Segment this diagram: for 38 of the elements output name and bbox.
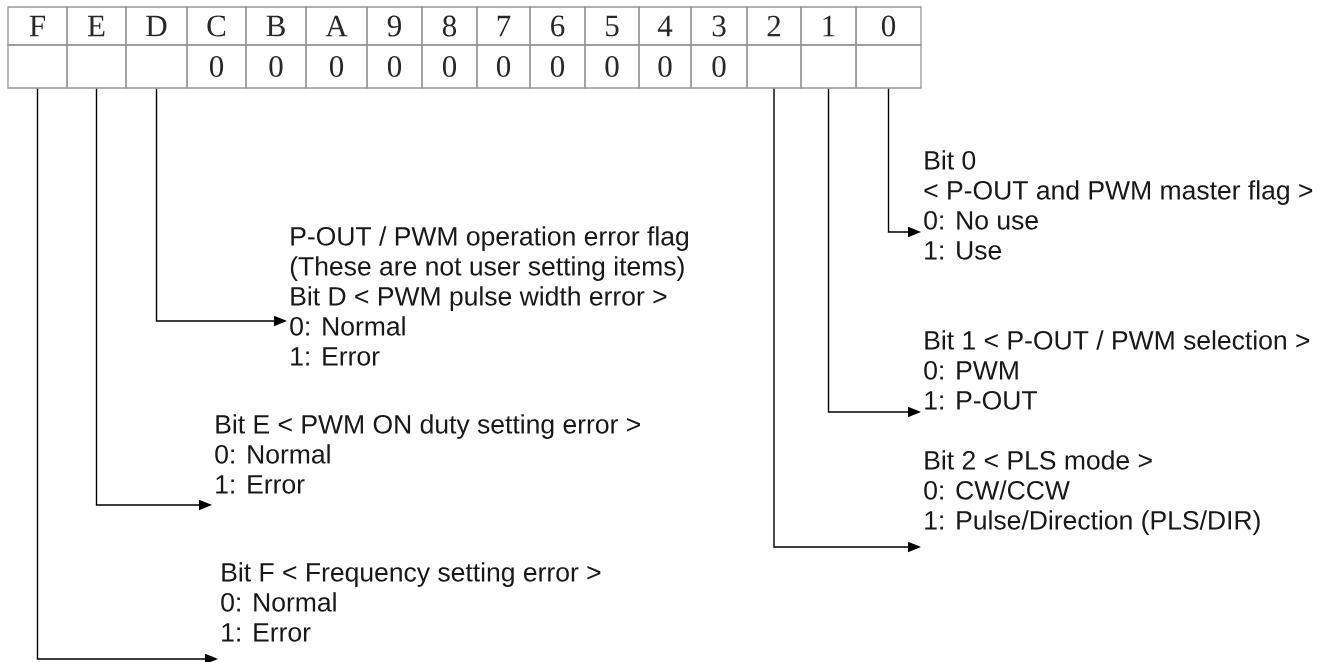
table-cell: 7 <box>476 6 531 46</box>
table-cell: 8 <box>421 6 478 46</box>
table-cell: 0 <box>638 44 692 89</box>
bit-description: Bit 1 < P-OUT / PWM selection > 0: PWM 1: P-OUT <box>924 330 1310 410</box>
bit-description: Bit 2 < PLS mode > 0: CW/CCW 1: Pulse/Direction (PLS/DIR) <box>924 450 1260 535</box>
table-cell <box>125 44 188 89</box>
table-cell: 0 <box>690 44 748 89</box>
table-cell <box>855 44 922 89</box>
table-cell: 0 <box>421 44 478 89</box>
table-cell: 4 <box>638 6 692 46</box>
bit-description: Bit F < Frequency setting error > 0: Normal 1: Error <box>221 562 601 642</box>
bit-description: Bit 0 < P-OUT and PWM master flag > 0: No use 1: Use <box>924 150 1313 260</box>
table-cell <box>746 44 802 89</box>
table-cell: F <box>7 6 68 46</box>
table-cell: 0 <box>245 44 307 89</box>
table-cell: 0 <box>305 44 368 89</box>
table-cell <box>7 44 68 89</box>
table-cell: 0 <box>186 44 247 89</box>
table-cell: 0 <box>366 44 423 89</box>
table-cell: 0 <box>476 44 531 89</box>
table-cell <box>800 44 857 89</box>
table-cell: 0 <box>855 6 922 46</box>
bit-description: Bit E < PWM ON duty setting error > 0: Normal 1: Error <box>215 414 640 494</box>
table-cell: 6 <box>529 6 586 46</box>
table-cell: 2 <box>746 6 802 46</box>
table-cell <box>66 44 127 89</box>
table-cell: 9 <box>366 6 423 46</box>
table-cell: E <box>66 6 127 46</box>
table-cell: B <box>245 6 307 46</box>
table-cell: 3 <box>690 6 748 46</box>
bit-description: P-OUT / PWM operation error flag (These are not user setting items) Bit D < PWM pulse width error > 0: Normal 1: Error <box>290 226 688 366</box>
table-cell: A <box>305 6 368 46</box>
table-cell: D <box>125 6 188 46</box>
table-cell: 0 <box>584 44 640 89</box>
table-cell: 5 <box>584 6 640 46</box>
table-cell: 0 <box>529 44 586 89</box>
table-cell: C <box>186 6 247 46</box>
table-cell: 1 <box>800 6 857 46</box>
